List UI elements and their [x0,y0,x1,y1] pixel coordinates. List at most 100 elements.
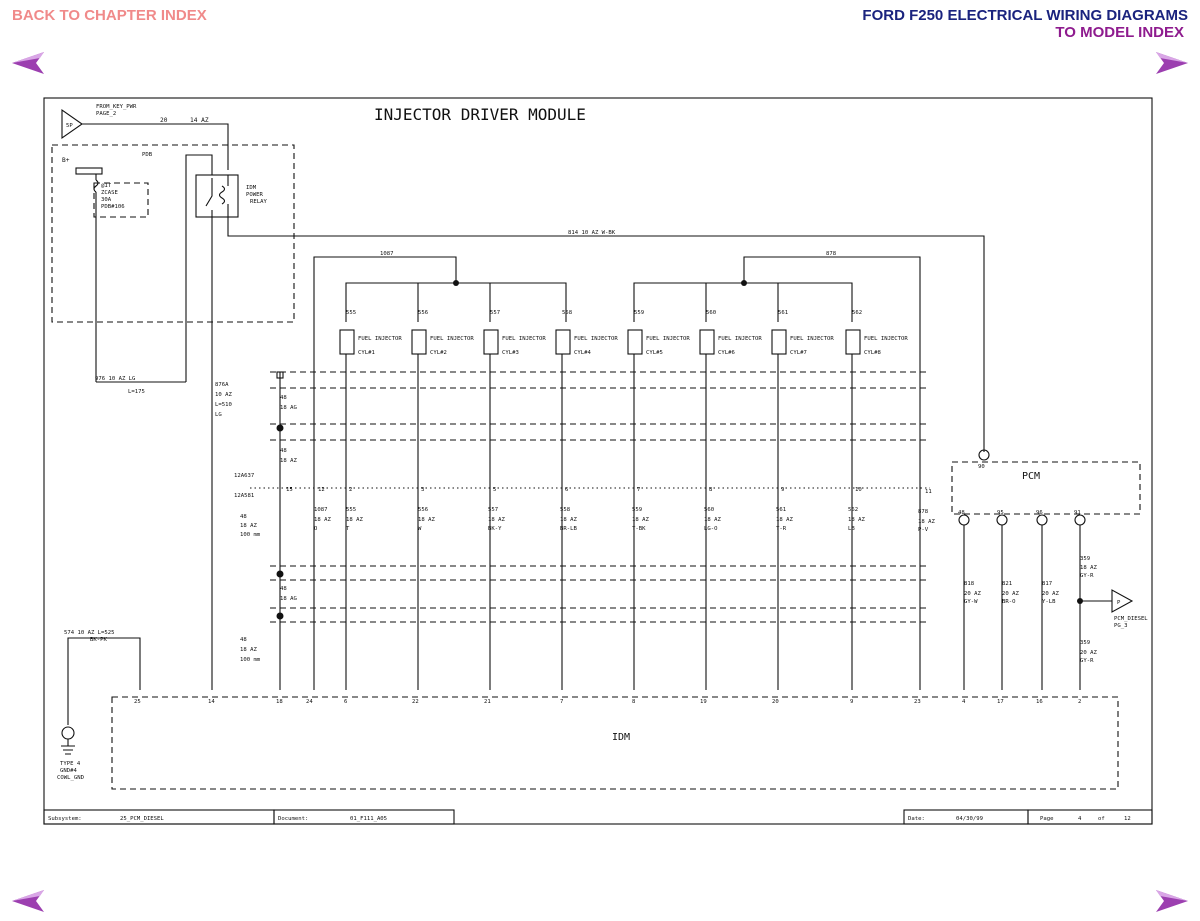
idm-pin-4: 4 [962,699,966,705]
w817-l3: Y-LB [1042,599,1056,605]
w976-label: 976 10 AZ LG [95,376,136,382]
injector-coil-icon [411,329,427,355]
w818-l3: GY-W [964,599,978,605]
battery-terminal [75,167,103,175]
next-page-button[interactable] [1154,50,1190,76]
w1087-l2: 18 AZ [314,517,331,523]
w48d-l1: 48 [280,586,287,592]
inj4-gauge: 18 AZ [560,517,577,523]
document-value: 01_F111_A05 [350,816,387,822]
inj7-cyl: CYL#7 [790,350,807,356]
inj5-gauge: 18 AZ [632,517,649,523]
inj3-gauge: 18 AZ [488,517,505,523]
inj3-color: BK-Y [488,526,502,532]
w817-l2: 20 AZ [1042,591,1059,597]
idm-pin-17: 17 [997,699,1004,705]
of-label: of [1098,816,1105,822]
ground-line-3: COWL_GND [57,775,85,781]
fuse-line-3: 30A [101,197,112,203]
idm-pin-19: 19 [700,699,707,705]
back-to-chapter-index-link[interactable]: BACK TO CHAPTER INDEX [12,7,207,24]
ground-icon [61,739,75,755]
c1087-label: 1087 [380,251,393,257]
inj5-circuit: 559 [634,310,644,316]
pcm-diesel-l2: PG_3 [1114,623,1127,629]
inj1-circuit: 555 [346,310,356,316]
subsystem-value: 25_PCM_DIESEL [120,816,164,822]
inj2-wire: 556 [418,507,428,513]
inj2-cyl: CYL#2 [430,350,447,356]
pcm-pin-48: 48 [958,510,965,516]
idm-pin-9: 9 [850,699,853,705]
w814-label: 814 10 AZ W-BK [568,230,616,236]
previous-page-button-bottom[interactable] [10,888,46,914]
pcm-pin-96: 96 [1036,510,1043,516]
next-page-button-bottom[interactable] [1154,888,1190,914]
inj1-color: T [346,526,350,532]
w821-l1: 821 [1002,581,1012,587]
fuse-icon [93,179,99,193]
ground-wire-color: BK-PK [90,637,107,643]
document-label: Document: [278,816,308,822]
idm-pin-16: 16 [1036,699,1043,705]
w359b-l1: 359 [1080,640,1090,646]
w878-l2: 18 AZ [918,519,935,525]
feed-gauge: 14 AZ [190,117,209,124]
pcm-diesel-connector [1111,589,1134,613]
inj6-color: LG-O [704,526,718,532]
from-key-label: FROM_KEY_PWR [96,104,137,110]
w48e-l2: 18 AZ [240,647,257,653]
from-key-connector [61,108,83,140]
pcm-top-pin: 90 [978,464,985,470]
pcm-box [951,461,1141,515]
arrow-right-icon [1156,52,1188,74]
inj4-conn: 6 [565,487,568,493]
idm-box [111,696,1119,790]
idm-pins: 25 14 18 24 6 22 21 7 8 19 20 9 23 4 17 … [134,699,1081,705]
injector-8: 562 FUEL INJECTOR CYL#8 [845,310,908,356]
inj8-conn: 10 [855,487,862,493]
inj4-color: BR-LB [560,526,577,532]
date-value: 04/30/99 [956,816,983,822]
w48c-l2: 18 AZ [240,523,257,529]
inj1-label: FUEL INJECTOR [358,336,402,342]
to-model-index-link[interactable]: TO MODEL INDEX [1055,24,1184,41]
title-block: Subsystem: 25_PCM_DIESEL Document: 01_F1… [43,809,1153,825]
idm-pin-7: 7 [560,699,563,705]
w818-l1: 818 [964,581,975,587]
injector-coil-icon [339,329,355,355]
w359a-l1: 359 [1080,556,1090,562]
pdb-label: PDB [142,152,153,158]
w359b-l3: GY-R [1080,658,1094,664]
previous-page-button[interactable] [10,50,46,76]
pcm-diesel-l1: PCM_DIESEL [1114,616,1148,622]
pin-15: 15 [286,487,293,493]
injector-6: 560 FUEL INJECTOR CYL#6 [699,310,762,356]
c878-label: 878 [826,251,837,257]
inj1-cyl: CYL#1 [358,350,375,356]
inj2-gauge: 18 AZ [418,517,435,523]
ground-wire-label: 574 10 AZ L=525 [64,630,115,636]
injector-3: 557 FUEL INJECTOR CYL#3 [483,310,546,356]
date-label: Date: [908,816,925,822]
w359a-l3: GY-R [1080,573,1094,579]
idm-pin-8: 8 [632,699,636,705]
of-value: 12 [1124,816,1131,822]
conn-12a637: 12A637 [234,473,254,479]
inj6-label: FUEL INJECTOR [718,336,762,342]
pcm-pins: 48 95 96 91 [958,510,1086,526]
w1087-l1: 1087 [314,507,327,513]
inj8-color: LB [848,526,855,532]
inj5-conn: 7 [637,487,640,493]
page-label: Page [1040,816,1054,822]
injector-7: 561 FUEL INJECTOR CYL#7 [771,310,834,356]
pcm-pin-91: 91 [1074,510,1081,516]
inj7-conn: 9 [781,487,784,493]
injector-wire-labels: 2 555 18 AZ T 3 556 18 AZ W 5 557 18 AZ … [346,487,865,532]
idm-pin-14: 14 [208,699,215,705]
inj6-circuit: 560 [706,310,716,316]
w48d-l2: 18 AG [280,596,297,602]
arrow-left-icon [12,890,44,912]
inj2-circuit: 556 [418,310,428,316]
